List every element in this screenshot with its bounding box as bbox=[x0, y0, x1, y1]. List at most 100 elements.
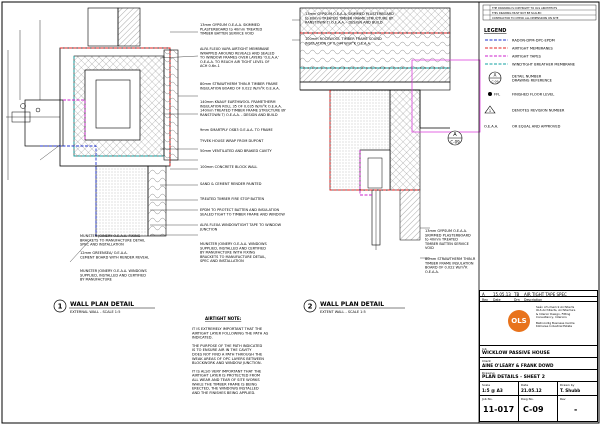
revision-notes: THE DRAWING IS COPYRIGHT TO OLS ARCHITEC… bbox=[492, 6, 559, 20]
section-marker: A C-09 bbox=[447, 130, 463, 146]
note-airtight-tape: TO WINDOW FRAMES OVER LAYERS 'O.E.A.A.' bbox=[199, 56, 279, 60]
airtight-note-line: IT IS EXTREMELY IMPORTANT THAT THE bbox=[192, 327, 263, 331]
airtight-note-line: AIRTIGHT LAYER IS PROTECTED FROM bbox=[192, 374, 260, 378]
detail-2-number: 2 bbox=[308, 303, 313, 311]
legend-symbol-tag: A bbox=[494, 73, 497, 78]
rev-row-date: 15.05.13 bbox=[493, 291, 511, 297]
legend-symbol-label: DENOTES REVISION NUMBER bbox=[512, 108, 565, 112]
legend-symbol-sheet: C-09 bbox=[492, 80, 499, 84]
airtight-note-line: BLOCKWORK AND WINDOW JUNCTION. bbox=[192, 361, 262, 365]
note-gypsum-right-top: 13mm GYPSUM O.E.A.A. SKIMMED PLASTERBOAR… bbox=[305, 12, 394, 16]
detail-2-subtitle: EXTENT WALL - SCALE 1:5 bbox=[320, 310, 366, 314]
airtight-note-line: ERECTED, THE WINDOWS INSTALLED bbox=[192, 387, 259, 391]
rev-header-date: Date bbox=[493, 297, 501, 302]
detail-2-drawing bbox=[299, 7, 481, 250]
airtight-note-line: AIRTIGHT LAYER FOLLOWING THE PATH AS bbox=[192, 331, 269, 335]
note-earthwool: 140mm KNAUF EARTHWOOL FRAMETHERM bbox=[200, 100, 276, 104]
note-epdm: SEALED TIGHT TO TIMBER FRAME AND WINDOW bbox=[200, 212, 285, 216]
legend-symbol-label: DRAWING REFERENCE bbox=[512, 79, 553, 83]
note-firestop: TREATED TIMBER FIRE STOP BATTEN bbox=[199, 197, 264, 201]
airtight-note-line: WEAK AREAS OF OPC LAYERS BETWEEN bbox=[192, 357, 264, 361]
job-no-value: 11-017 bbox=[483, 405, 515, 414]
rev-header-rev: Rev bbox=[482, 297, 488, 302]
note-block: 100mm CONCRETE BLOCK WALL bbox=[200, 165, 257, 169]
dwg-no-cell: Dwg No. C-09 bbox=[519, 396, 558, 421]
note-munster-windows-mid: SPEC AND INSTALLATION bbox=[200, 259, 244, 263]
practice-address: Kilmaree Industrial Estate bbox=[536, 324, 573, 329]
note-render: SAND & CEMENT RENDER PAINTED bbox=[200, 182, 262, 186]
note-epdm: EPDM TO PROTECT BATTEN AND INSULATION bbox=[200, 208, 280, 212]
job-block: Job WICKLOW PASSIVE HOUSE bbox=[480, 346, 597, 358]
note-gypsum-right-bottom: to 40mm TREATED bbox=[425, 238, 458, 242]
drawing-block: Drawing PLAN DETAILS - SHEET 2 bbox=[480, 370, 597, 382]
drawing-label: Drawing bbox=[482, 370, 495, 375]
rev-row: A 15.05.13 TB AIR TIGHT TAPE SPEC bbox=[480, 291, 597, 297]
note-airtight-tape: O.E.A.A. TO REACH AIR TIGHT LEVEL OF bbox=[200, 60, 270, 64]
revision-note: CONTRACTOR TO CHECK ALL DIMENSIONS ON SI… bbox=[492, 16, 559, 20]
airtight-note: AIRTIGHT NOTE: IT IS EXTREMELY IMPORTANT… bbox=[191, 316, 269, 395]
detail-title-2: 2 WALL PLAN DETAIL EXTENT WALL - SCALE 1… bbox=[303, 299, 405, 314]
rev-row-drawn: TB bbox=[514, 291, 520, 297]
revision-note: THE DRAWING IS COPYRIGHT TO OLS ARCHITEC… bbox=[492, 6, 558, 10]
airtight-note-line: INDICATED. bbox=[192, 336, 213, 340]
legend-symbol-label: DETAIL NUMBER bbox=[512, 74, 542, 78]
drawn-value: T. Shubb bbox=[560, 388, 581, 393]
rev-value: - bbox=[574, 405, 578, 414]
note-munster-brackets: BRACKETS TO MANUFACTURE DETAIL bbox=[80, 238, 145, 242]
note-osb: 9mm SMARTPLY OSB3 O.E.A.A. TO FRAME bbox=[200, 128, 273, 132]
note-ventilated: 50mm VENTILATED AND BRAKED CAVITY bbox=[200, 149, 272, 153]
section-marker-tag: A bbox=[453, 132, 457, 138]
job-no-cell: Job No. 11-017 bbox=[480, 396, 519, 421]
note-greensea: 12mm GREENSEA/ O.E.A.A. bbox=[80, 251, 128, 255]
airtight-note-line: DOES NOT FIND A PATH THROUGH THE bbox=[192, 353, 263, 357]
scale-label: Scale bbox=[482, 382, 491, 387]
job-label: Job bbox=[482, 346, 487, 351]
airtight-note-line: AND THE FINISHES BEING APPLIED. bbox=[192, 391, 255, 395]
rev-cell: Rev - bbox=[558, 396, 597, 421]
note-gypsum-right-bottom: 13mm GYPSUM O.E.A.A. bbox=[425, 229, 467, 233]
note-flexa-tape: ALFA FLEXA WINDOWTIGHT TAPE TO WINDOW bbox=[200, 223, 282, 227]
detail-2-title: WALL PLAN DETAIL bbox=[320, 301, 384, 308]
note-munster-windows-mid: BRACKETS TO MANUFACTURE DETAIL, bbox=[200, 255, 266, 259]
note-munster-windows-mid: SUPPLIED, INSTALLED AND CERTIFIED bbox=[200, 246, 266, 250]
detail-title-1: 1 WALL PLAN DETAIL EXTERNAL WALL - SCALE… bbox=[53, 299, 155, 314]
practice-details: Seán of Limerick Architects OLS Architec… bbox=[536, 305, 596, 329]
date-value: 21.05.12 bbox=[521, 388, 542, 393]
date-cell: Date 21.05.12 bbox=[519, 382, 558, 396]
note-munster-windows-mid: BY MANUFACTURE WITH FIXING bbox=[200, 251, 255, 255]
job-no-label: Job No. bbox=[482, 396, 493, 401]
note-strawtherm: INSULATION BOARD OF 0.022 W/m²K O.E.A.A. bbox=[200, 86, 280, 90]
title-block: A 15.05.13 TB AIR TIGHT TAPE SPEC Rev Da… bbox=[479, 290, 598, 422]
note-gypsum-right-bottom: TIMBER BATTEN SERVICE bbox=[424, 242, 469, 246]
note-greensea: CEMENT BOARD WITH RENDER REVEAL bbox=[80, 255, 149, 259]
rev-row-rev: A bbox=[482, 291, 485, 297]
detail-1-number: 1 bbox=[58, 303, 63, 311]
client-label: Client bbox=[482, 358, 491, 363]
note-strawtherm-right: TIMBER FRAME INSULATION bbox=[424, 261, 474, 265]
drawn-label: Drawn by bbox=[560, 382, 575, 387]
airtight-note-heading: AIRTIGHT NOTE: bbox=[205, 316, 242, 321]
scale-value: 1:5 @ A3 bbox=[482, 388, 503, 393]
note-gypsum-top: TIMBER BATTEN SERVICE VOID bbox=[199, 32, 254, 36]
note-rockwool: 100mm ROCKWOOL TIMBER FRAME SOUND bbox=[305, 37, 382, 41]
note-munster-windows-left: MUNSTER JOINERY O.E.A.A. WINDOWS bbox=[80, 269, 147, 273]
practice-line: OLS Architects, Architecture bbox=[536, 308, 576, 313]
practice-line: & Interior Design, Fitting bbox=[536, 311, 571, 316]
legend-symbol-label: FINISHED FLOOR LEVEL bbox=[512, 92, 554, 96]
date-label: Date bbox=[521, 382, 529, 387]
job-name: WICKLOW PASSIVE HOUSE bbox=[482, 351, 550, 356]
legend-symbol: O.E.A.A.OR EQUAL AND APPROVED bbox=[484, 124, 561, 128]
leader-lines bbox=[39, 19, 430, 263]
note-earthwool: 140mm TREATED TIMBER FRAME STRUCTURE BY bbox=[200, 109, 287, 113]
drawn-cell: Drawn by T. Shubb bbox=[558, 382, 597, 396]
rev-header-description: Description bbox=[524, 297, 543, 302]
note-gypsum-top: PLASTERBOARD to 40mm TREATED bbox=[200, 27, 262, 31]
detail-1-subtitle: EXTERNAL WALL - SCALE 1:5 bbox=[70, 310, 120, 314]
client-name: AINE O'LEARY & FRANK DOWD bbox=[482, 363, 554, 368]
note-earthwool: INSULATION ROLL 35 OF 0.035 W/m²K O.E.A.… bbox=[200, 104, 282, 108]
